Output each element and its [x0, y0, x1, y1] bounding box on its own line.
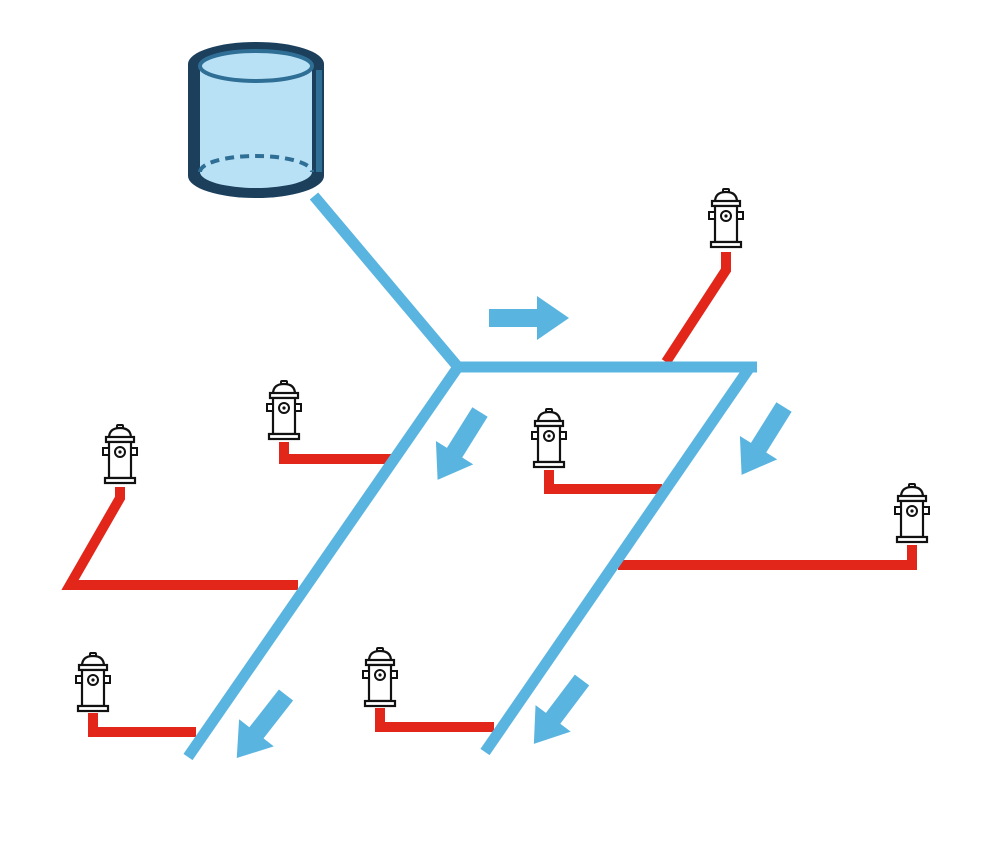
fire-hydrant-icon [101, 423, 139, 485]
branch-pipes [61, 252, 917, 737]
hydrants [74, 187, 931, 713]
branch-pipe-left-long [61, 487, 298, 590]
branch-pipe-right-long [618, 545, 917, 570]
fire-hydrant-icon [893, 482, 931, 544]
branch-pipe-upper-left [279, 442, 392, 464]
fire-hydrant-icon [74, 651, 112, 713]
tank-supply-pipe [309, 192, 463, 371]
flow-arrow-icon [722, 395, 803, 487]
branch-pipe-top-right [661, 252, 731, 365]
branch-pipe-bottom-middle [375, 708, 494, 732]
fire-hydrant-icon [361, 646, 399, 708]
fire-hydrant-icon [530, 407, 568, 469]
left-diagonal-main-pipe [183, 363, 463, 761]
right-diagonal-main-pipe [480, 363, 755, 756]
branch-pipe-upper-middle [544, 470, 662, 494]
water-tank-icon [188, 42, 324, 198]
fire-hydrant-icon [265, 379, 303, 441]
main-pipes [183, 192, 757, 761]
branch-pipe-bottom-left [88, 713, 196, 737]
fire-hydrant-icon [707, 187, 745, 249]
flow-arrow-icon [489, 296, 569, 340]
